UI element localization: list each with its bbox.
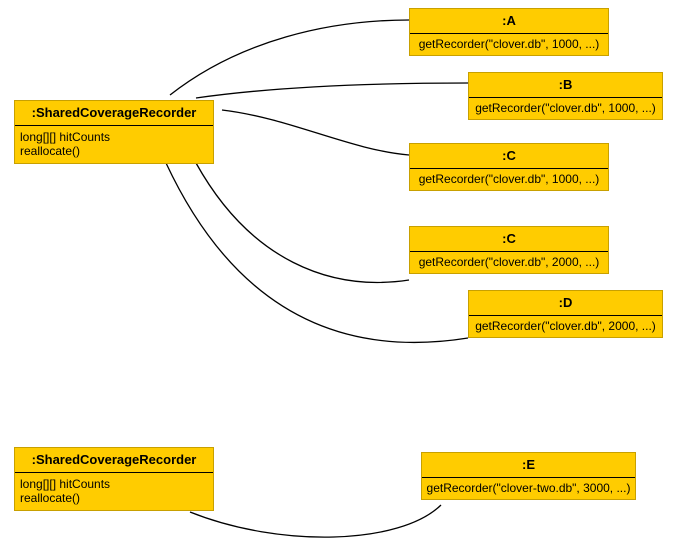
client-c1-call: getRecorder("clover.db", 1000, ...) [418, 172, 600, 186]
client-e-title: :E [422, 453, 635, 478]
recorder-top-members: long[][] hitCounts reallocate() [15, 126, 213, 163]
arrow-b-to-recorder-top [195, 82, 469, 99]
arrow-c1-to-recorder-top [221, 109, 410, 156]
client-d-call: getRecorder("clover.db", 2000, ...) [475, 319, 656, 333]
client-c1-box[interactable]: :C getRecorder("clover.db", 1000, ...) [409, 143, 609, 191]
client-a-box[interactable]: :A getRecorder("clover.db", 1000, ...) [409, 8, 609, 56]
recorder-top-operation: reallocate() [20, 144, 81, 158]
recorder-top-title: :SharedCoverageRecorder [15, 101, 213, 126]
recorder-top-attribute: long[][] hitCounts [20, 130, 111, 144]
client-d-box[interactable]: :D getRecorder("clover.db", 2000, ...) [468, 290, 663, 338]
client-c2-title: :C [410, 227, 608, 252]
client-b-title: :B [469, 73, 662, 98]
client-d-title: :D [469, 291, 662, 316]
recorder-bottom-members: long[][] hitCounts reallocate() [15, 473, 213, 510]
client-e-call: getRecorder("clover-two.db", 3000, ...) [426, 481, 631, 495]
recorder-bottom-title: :SharedCoverageRecorder [15, 448, 213, 473]
client-e-box[interactable]: :E getRecorder("clover-two.db", 3000, ..… [421, 452, 636, 500]
arrow-a-to-recorder-top [169, 19, 410, 96]
recorder-bottom-attribute: long[][] hitCounts [20, 477, 111, 491]
client-b-box[interactable]: :B getRecorder("clover.db", 1000, ...) [468, 72, 663, 120]
client-c1-title: :C [410, 144, 608, 169]
client-c2-call: getRecorder("clover.db", 2000, ...) [418, 255, 600, 269]
recorder-bottom-box[interactable]: :SharedCoverageRecorder long[][] hitCoun… [14, 447, 214, 511]
recorder-top-box[interactable]: :SharedCoverageRecorder long[][] hitCoun… [14, 100, 214, 164]
client-b-call: getRecorder("clover.db", 1000, ...) [475, 101, 656, 115]
client-c2-box[interactable]: :C getRecorder("clover.db", 2000, ...) [409, 226, 609, 274]
client-a-title: :A [410, 9, 608, 34]
client-a-call: getRecorder("clover.db", 1000, ...) [418, 37, 600, 51]
arrow-e-to-recorder-bottom [189, 504, 442, 538]
arrow-d-to-recorder-top [165, 162, 469, 344]
recorder-bottom-operation: reallocate() [20, 491, 81, 505]
arrow-c2-to-recorder-top [195, 162, 410, 284]
